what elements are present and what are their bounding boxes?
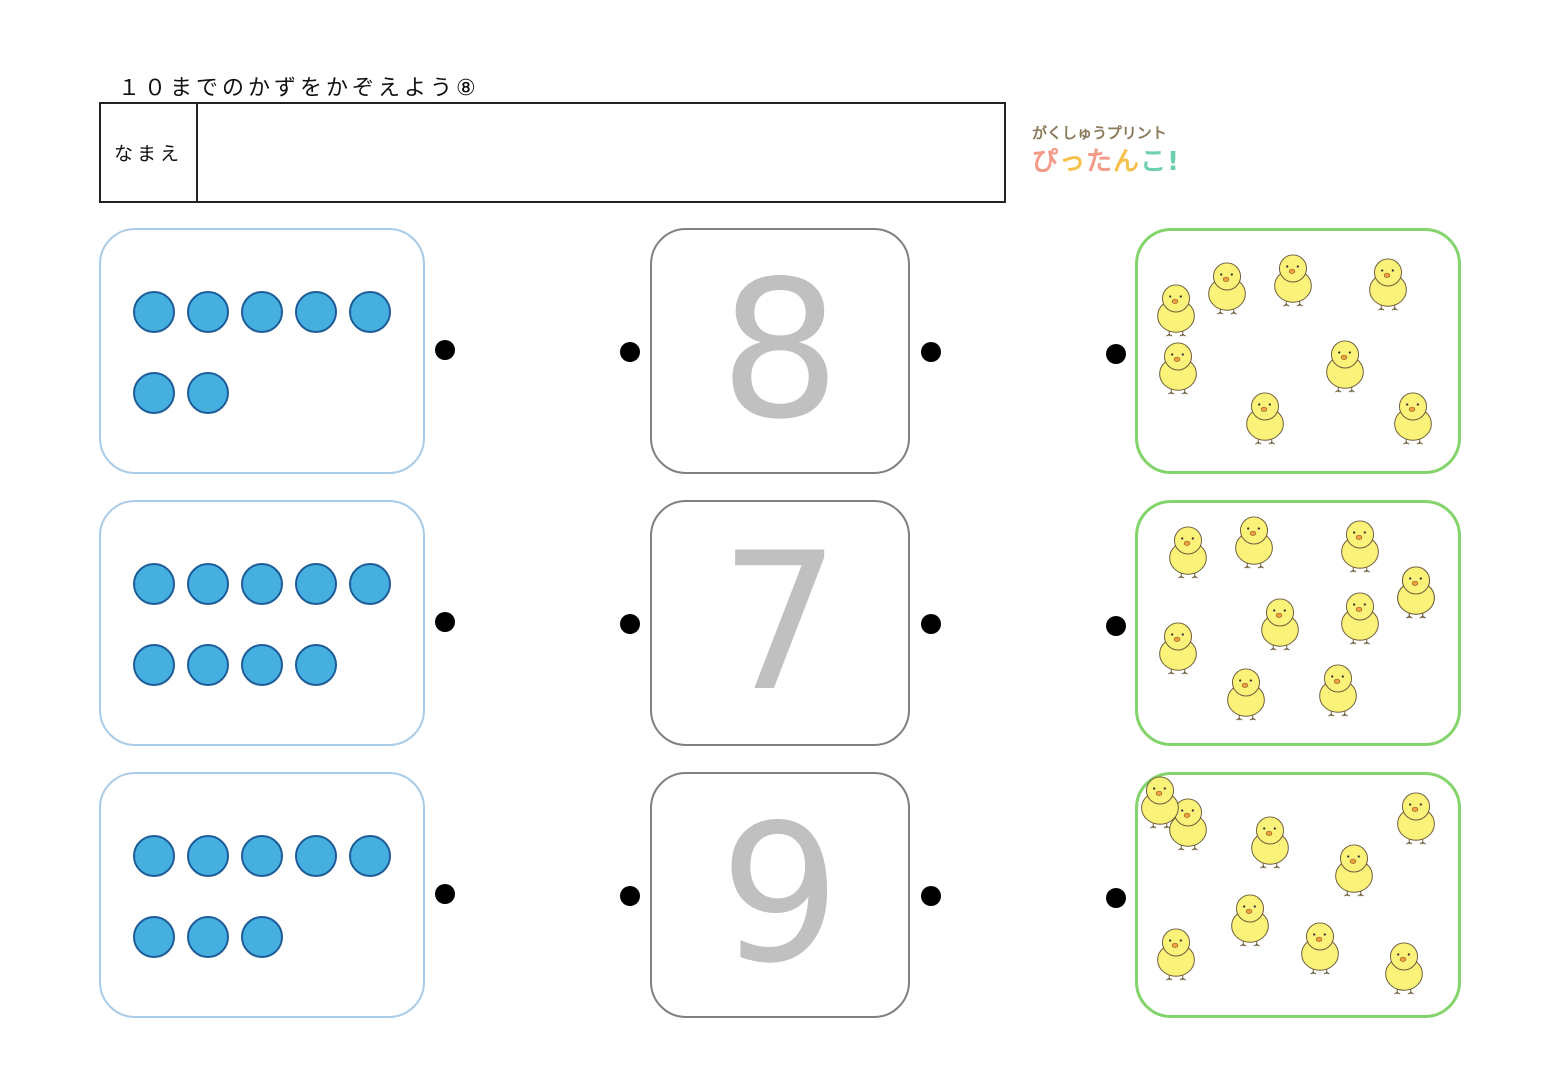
chick-icon xyxy=(1274,254,1312,307)
number-card: 8 xyxy=(650,228,910,474)
chick-icon xyxy=(1326,340,1364,393)
counting-dot xyxy=(187,291,229,333)
chick-icon xyxy=(1251,816,1289,869)
counting-dot xyxy=(187,835,229,877)
counting-dot xyxy=(187,372,229,414)
counting-dot xyxy=(295,563,337,605)
chick-icon xyxy=(1394,392,1432,445)
chick-icon xyxy=(1397,792,1435,845)
connect-dot-number-left[interactable] xyxy=(620,886,640,906)
chick-icon xyxy=(1397,566,1435,619)
chick-icon xyxy=(1301,922,1339,975)
logo-bottom-text: ぴったんこ! xyxy=(1032,147,1180,177)
chick-icon xyxy=(1169,526,1207,579)
counting-dot xyxy=(349,291,391,333)
connect-dot-right[interactable] xyxy=(1106,344,1126,364)
counting-dot xyxy=(133,291,175,333)
number-value: 8 xyxy=(719,240,841,461)
counting-dot xyxy=(133,563,175,605)
number-value: 9 xyxy=(719,784,841,1005)
chick-icon xyxy=(1341,520,1379,573)
counting-dot xyxy=(241,563,283,605)
counting-dot xyxy=(349,835,391,877)
counting-dot xyxy=(241,291,283,333)
connect-dot-right[interactable] xyxy=(1106,888,1126,908)
counting-dot xyxy=(187,563,229,605)
number-value: 7 xyxy=(719,512,841,733)
connect-dot-number-right[interactable] xyxy=(921,342,941,362)
connect-dot-right[interactable] xyxy=(1106,616,1126,636)
connect-dot-number-left[interactable] xyxy=(620,614,640,634)
connect-dot-left[interactable] xyxy=(435,884,455,904)
chick-icon xyxy=(1261,598,1299,651)
number-card: 7 xyxy=(650,500,910,746)
counting-dot xyxy=(349,563,391,605)
number-card: 9 xyxy=(650,772,910,1018)
chick-icon xyxy=(1385,942,1423,995)
dots-card xyxy=(99,772,425,1018)
chick-icon xyxy=(1157,928,1195,981)
counting-dot xyxy=(241,644,283,686)
logo-top-text: がくしゅうプリント xyxy=(1032,124,1167,142)
counting-dot xyxy=(133,835,175,877)
chick-icon xyxy=(1231,894,1269,947)
connect-dot-number-right[interactable] xyxy=(921,614,941,634)
chick-icon xyxy=(1208,262,1246,315)
chick-icon xyxy=(1369,258,1407,311)
connect-dot-number-left[interactable] xyxy=(620,342,640,362)
chick-icon xyxy=(1335,844,1373,897)
counting-dot xyxy=(241,916,283,958)
counting-dot xyxy=(133,916,175,958)
chick-icon xyxy=(1341,592,1379,645)
chick-icon xyxy=(1141,776,1179,829)
worksheet-title: １０までのかずをかぞえよう⑧ xyxy=(118,76,480,101)
name-box: なまえ xyxy=(99,102,1006,203)
connect-dot-left[interactable] xyxy=(435,340,455,360)
counting-dot xyxy=(295,835,337,877)
counting-dot xyxy=(133,372,175,414)
dots-card xyxy=(99,500,425,746)
chicks-card xyxy=(1135,228,1461,474)
chick-icon xyxy=(1246,392,1284,445)
counting-dot xyxy=(187,916,229,958)
chicks-card xyxy=(1135,500,1461,746)
chick-icon xyxy=(1159,342,1197,395)
chicks-card xyxy=(1135,772,1461,1018)
name-field[interactable] xyxy=(198,104,1004,201)
chick-icon xyxy=(1235,516,1273,569)
chick-icon xyxy=(1157,284,1195,337)
connect-dot-left[interactable] xyxy=(435,612,455,632)
name-label: なまえ xyxy=(101,104,198,201)
chick-icon xyxy=(1227,668,1265,721)
counting-dot xyxy=(295,644,337,686)
logo: がくしゅうプリント ぴったんこ! xyxy=(1032,122,1182,178)
connect-dot-number-right[interactable] xyxy=(921,886,941,906)
chick-icon xyxy=(1319,664,1357,717)
dots-card xyxy=(99,228,425,474)
counting-dot xyxy=(187,644,229,686)
chick-icon xyxy=(1159,622,1197,675)
counting-dot xyxy=(133,644,175,686)
counting-dot xyxy=(295,291,337,333)
counting-dot xyxy=(241,835,283,877)
